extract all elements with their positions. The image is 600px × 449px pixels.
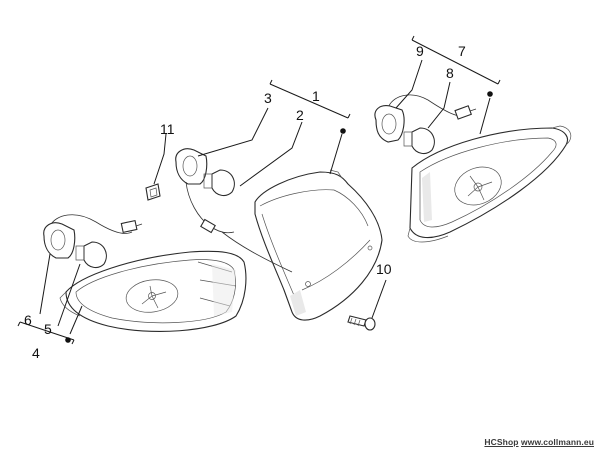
dot-bracket-4 [65, 337, 71, 343]
watermark-shop-name: HCShop [484, 437, 519, 447]
right-bulb-socket-assembly [374, 94, 477, 155]
callout-8: 8 [446, 65, 454, 81]
shop-watermark: HCShop www.collmann.eu [484, 437, 594, 447]
screw-part-10 [347, 315, 376, 331]
leader-lines [17, 35, 501, 345]
callout-7: 7 [458, 43, 466, 59]
callout-6: 6 [24, 312, 32, 328]
left-bulb-socket-assembly [43, 214, 143, 269]
callout-3: 3 [264, 90, 272, 106]
left-tail-light [59, 250, 247, 332]
callout-5: 5 [44, 321, 52, 337]
callout-9: 9 [416, 43, 424, 59]
center-bulb-socket-assembly [175, 148, 293, 273]
callout-10: 10 [376, 261, 392, 277]
dot-bracket-1 [340, 128, 346, 134]
center-rear-housing [254, 169, 383, 321]
callout-labels: 1 2 3 4 5 6 7 8 9 10 11 [24, 43, 466, 361]
grommet-part-11 [145, 183, 161, 201]
watermark-site: www.collmann.eu [521, 437, 594, 447]
callout-4: 4 [32, 345, 40, 361]
callout-1: 1 [312, 88, 320, 104]
callout-11: 11 [160, 121, 175, 137]
right-tail-light [407, 125, 572, 243]
callout-2: 2 [296, 107, 304, 123]
dot-bracket-7 [487, 91, 493, 97]
reference-dots [65, 91, 493, 343]
